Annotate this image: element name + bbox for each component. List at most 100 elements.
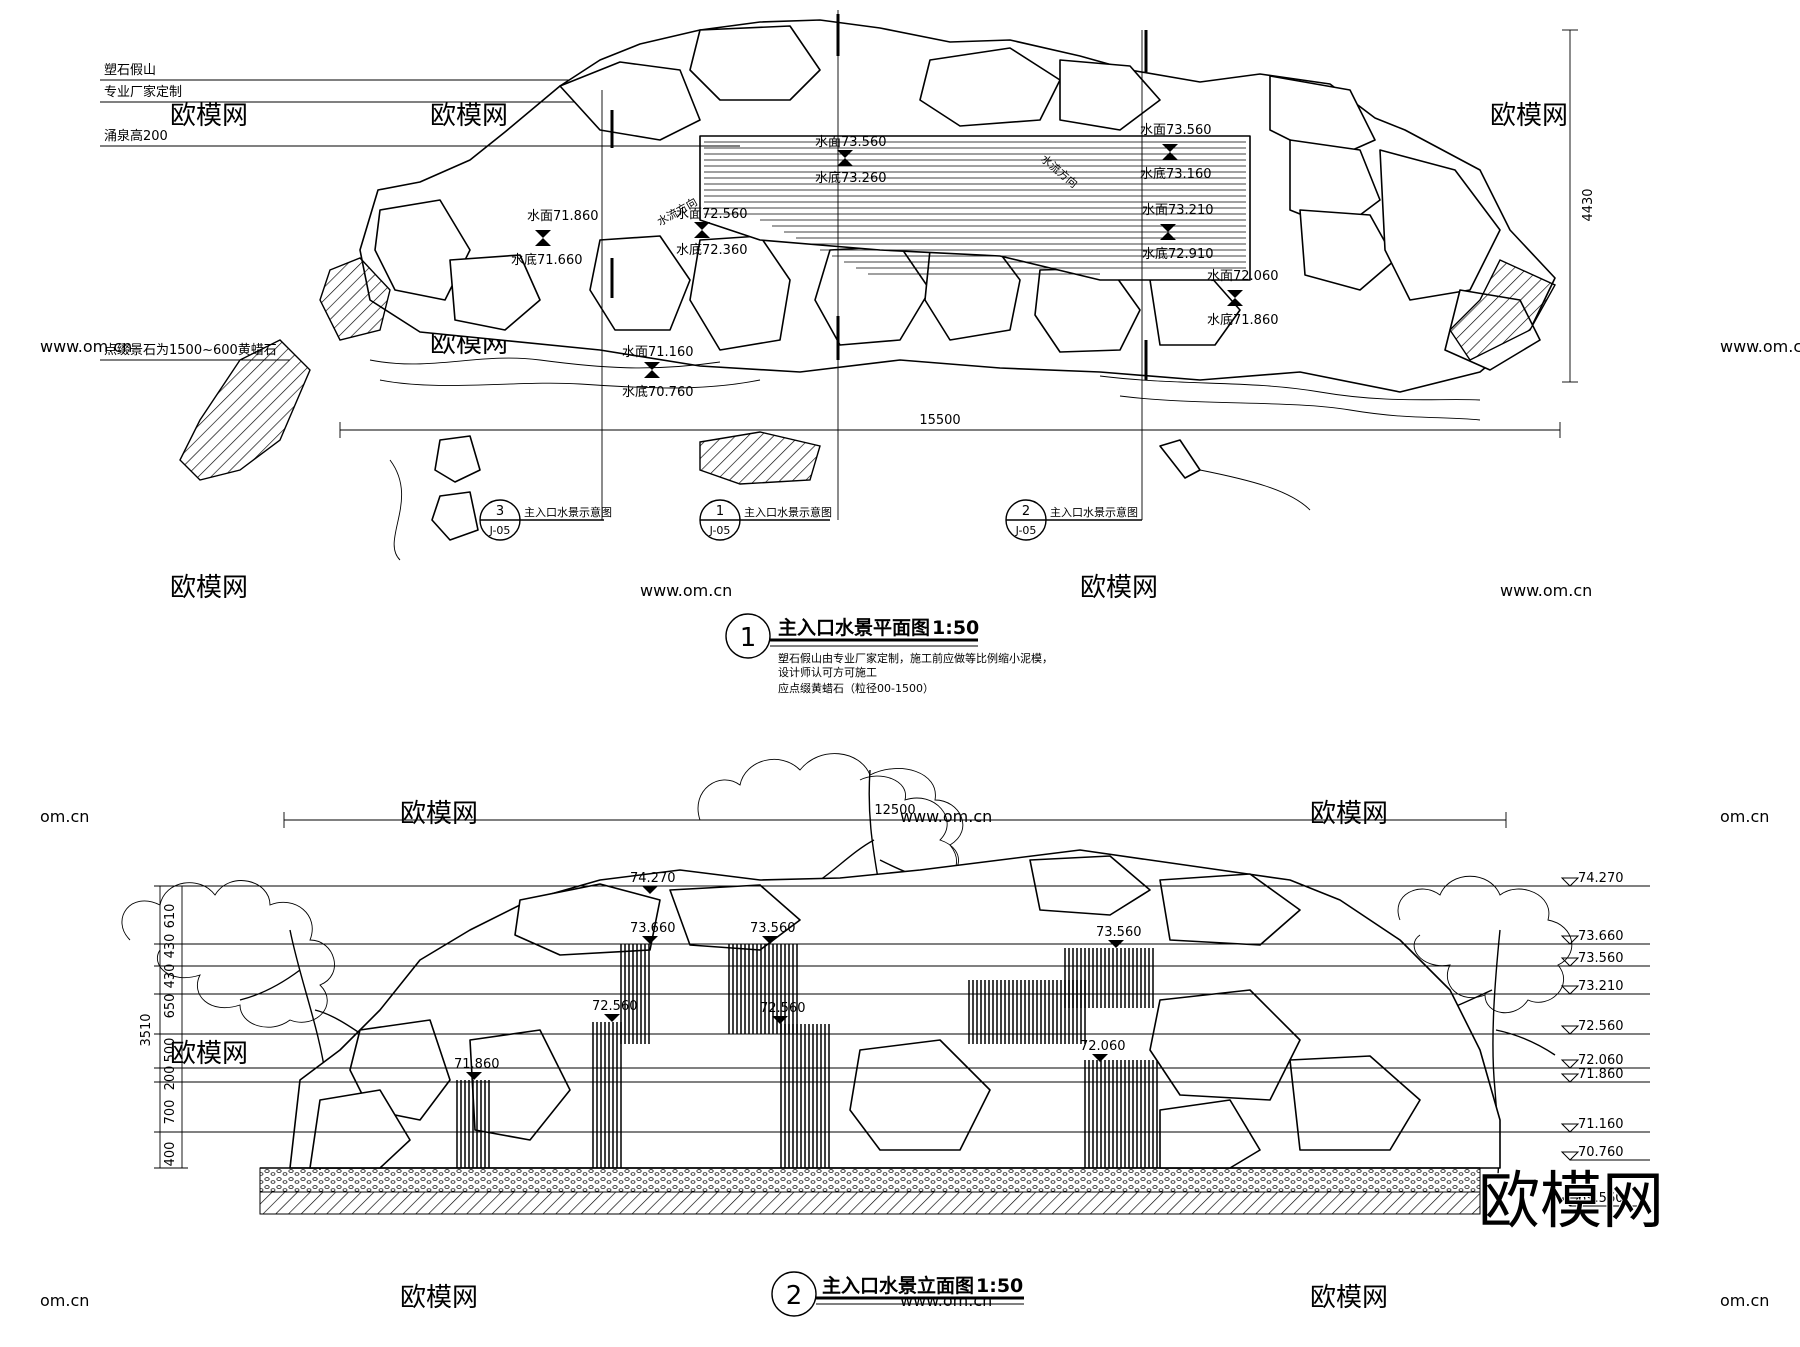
waterfall-5 [780, 1024, 830, 1168]
plan-hatched-rock-left [319, 257, 391, 341]
plan-view [100, 10, 1578, 561]
watermark: 欧模网 [170, 101, 248, 131]
watermark: 欧模网 [170, 1039, 248, 1069]
svg-text:水面71.860: 水面71.860 [527, 209, 599, 224]
svg-text:水面73.210: 水面73.210 [1142, 203, 1214, 218]
svg-text:J-05: J-05 [489, 524, 511, 537]
svg-text:69.560: 69.560 [1578, 1191, 1624, 1206]
plan-rock [374, 199, 471, 301]
ripple [389, 459, 402, 561]
plan-rock [589, 235, 691, 331]
svg-text:73.560: 73.560 [1096, 925, 1142, 940]
waterfall-1 [456, 1080, 490, 1168]
plan-hatched-stone-center [699, 431, 821, 485]
waterfall-8 [1082, 1060, 1158, 1168]
svg-text:水底72.360: 水底72.360 [676, 242, 748, 258]
svg-text:74.270: 74.270 [630, 871, 676, 886]
svg-text:水面72.060: 水面72.060 [1207, 269, 1279, 284]
svg-text:72.560: 72.560 [760, 1001, 806, 1016]
plan-title: 主入口水景平面图 [778, 617, 930, 639]
plan-hatched-rock-low-left [179, 339, 311, 481]
elev-top-marker: 74.270 [630, 871, 676, 894]
plan-rock [1379, 149, 1501, 301]
ripple [369, 357, 721, 369]
leader-label-spring: 涌泉高200 [104, 128, 168, 144]
svg-text:73.560: 73.560 [1578, 951, 1624, 966]
plan-rock [449, 254, 541, 331]
right-mark: 71.860 [1560, 1067, 1650, 1083]
plan-note-1: 塑石假山由专业厂家定制，施工前应做等比例缩小泥模， [778, 651, 1053, 665]
plan-stone-right [1159, 439, 1201, 479]
ripple [1099, 375, 1481, 401]
elev-marker: 水面71.160 水底70.760 [622, 345, 694, 400]
svg-text:水底71.660: 水底71.660 [511, 252, 583, 268]
ripple [1119, 395, 1481, 421]
svg-text:71.160: 71.160 [1578, 1117, 1624, 1132]
svg-text:水面71.160: 水面71.160 [622, 345, 694, 360]
elev-rock [1149, 989, 1301, 1101]
svg-text:主入口水景示意图: 主入口水景示意图 [1050, 505, 1138, 519]
watermark: 欧模网 [170, 573, 248, 603]
plan-labels: 塑石假山 专业厂家定制 涌泉高200 点缀景石为1500~600黄蜡石 1550… [104, 63, 1596, 428]
logo-text: 欧模网 [1478, 1164, 1664, 1237]
seg-dim: 430 [163, 934, 178, 959]
right-mark: 73.560 [1560, 951, 1650, 967]
section-mark-1: 1 J-05 主入口水景示意图 [699, 499, 832, 541]
svg-text:70.760: 70.760 [1578, 1145, 1624, 1160]
elev-rock [309, 1089, 411, 1169]
elev-top-marker: 72.560 [592, 999, 638, 1022]
watermark: om.cn [40, 1291, 89, 1310]
plan-stone-left-2 [431, 491, 479, 541]
svg-text:主入口水景示意图: 主入口水景示意图 [744, 505, 832, 519]
watermark: 欧模网 [430, 101, 508, 131]
section-mark-2: 2 J-05 主入口水景示意图 [1005, 499, 1142, 541]
svg-text:73.560: 73.560 [750, 921, 796, 936]
plan-title-block: 1 主入口水景平面图 1:50 塑石假山由专业厂家定制，施工前应做等比例缩小泥模… [725, 613, 1053, 695]
right-mark: 71.160 [1560, 1117, 1650, 1133]
svg-text:水底73.260: 水底73.260 [815, 170, 887, 186]
watermark: 欧模网 [1080, 573, 1158, 603]
svg-text:1: 1 [716, 504, 724, 519]
svg-text:水底72.910: 水底72.910 [1142, 246, 1214, 262]
watermark: 欧模网 [1490, 101, 1568, 131]
waterfall-4 [728, 944, 798, 1034]
plan-scale: 1:50 [932, 617, 979, 639]
elev-top-marker: 72.560 [760, 1001, 806, 1024]
leader-label-custom: 专业厂家定制 [104, 84, 182, 100]
svg-text:水面73.560: 水面73.560 [1140, 123, 1212, 138]
elevation-right-markers: 74.270 73.660 73.560 73.210 72.560 72.06… [1560, 871, 1650, 1207]
plan-rock [559, 61, 701, 141]
elev-rock [849, 1039, 991, 1151]
elev-top-marker: 73.660 [630, 921, 676, 944]
watermark: www.om.cn [900, 1291, 992, 1310]
svg-text:74.270: 74.270 [1578, 871, 1624, 886]
svg-text:72.060: 72.060 [1578, 1053, 1624, 1068]
elevation-top-markers: 74.270 73.660 73.560 73.560 72.560 72.56… [454, 871, 1142, 1080]
plan-elevation-markers: 水面73.560 水底73.260 水面73.560 水底73.160 水面72… [511, 123, 1279, 400]
watermark: www.om.cn [1720, 337, 1800, 356]
svg-text:水面72.560: 水面72.560 [676, 207, 748, 222]
right-mark: 72.560 [1560, 1019, 1650, 1035]
elev-top-marker: 73.560 [750, 921, 796, 944]
plan-rock [1299, 209, 1396, 291]
site-logo: 欧模网 [1477, 1163, 1665, 1238]
ripple [379, 379, 761, 389]
right-mark: 70.760 [1560, 1145, 1650, 1161]
svg-text:73.660: 73.660 [630, 921, 676, 936]
section-mark-3: 3 J-05 主入口水景示意图 [479, 499, 612, 541]
seg-dim: 400 [163, 1142, 178, 1167]
elevation-title-block: 2 主入口水景立面图 1:50 [771, 1271, 1024, 1317]
elev-marker: 水面73.210 水底72.910 [1142, 203, 1214, 262]
plan-title-number: 1 [740, 623, 757, 653]
plan-note-3: 应点缀黄蜡石（粒径00-1500） [778, 681, 934, 695]
elev-rock [1289, 1055, 1421, 1151]
elev-rock [1159, 1099, 1261, 1169]
watermark: 欧模网 [400, 1283, 478, 1313]
elev-marker: 水面72.060 水底71.860 [1207, 269, 1279, 328]
tree-canopy-left [121, 880, 335, 1028]
seg-dim: 610 [163, 904, 178, 929]
elevation-level-lines [182, 885, 1570, 1133]
svg-text:主入口水景示意图: 主入口水景示意图 [524, 505, 612, 519]
ground-gravel [259, 1167, 1481, 1193]
watermark: om.cn [1720, 807, 1769, 826]
